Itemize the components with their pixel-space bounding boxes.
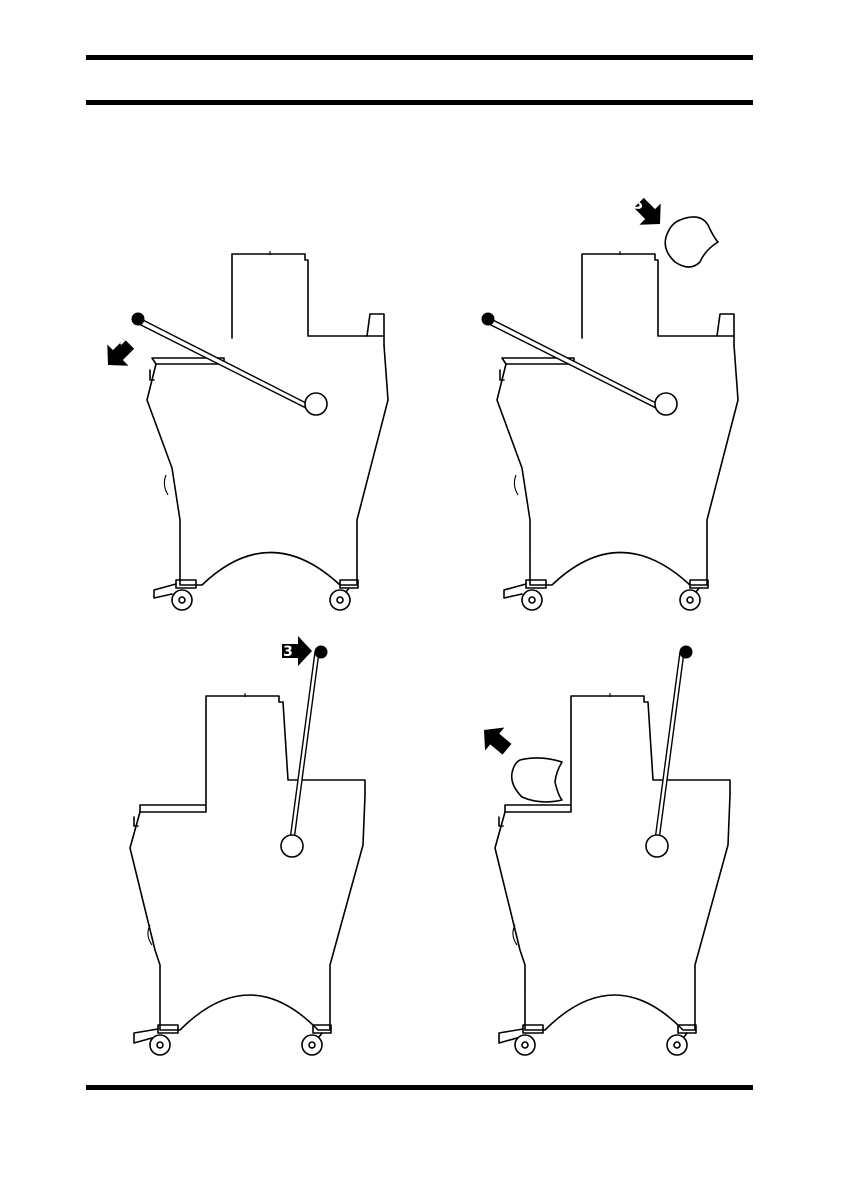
panel-3: 3 (130, 636, 365, 1055)
panel-1: 1 (97, 251, 388, 610)
panel-2: 2 (482, 192, 739, 610)
cart-raised-lever (495, 646, 730, 1056)
panel-4 (474, 646, 730, 1056)
cart-raised-lever (130, 646, 365, 1056)
cart-lowered-lever (132, 251, 389, 610)
part-shape (665, 217, 718, 267)
step-label-3: 3 (283, 644, 293, 660)
removal-arrow (474, 719, 516, 761)
cart-lowered-lever (482, 251, 739, 610)
part-shape (512, 758, 562, 802)
